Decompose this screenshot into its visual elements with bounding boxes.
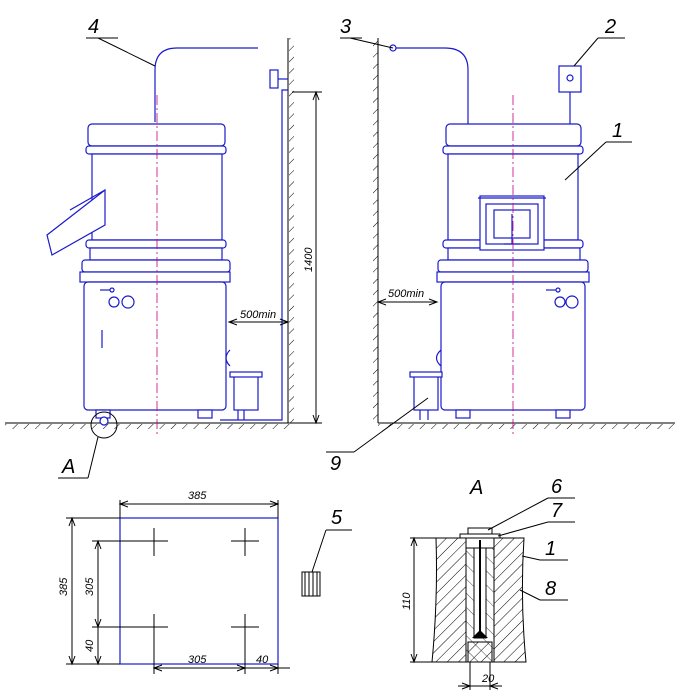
dim-110-label: 110 — [401, 592, 413, 610]
wall-right-view — [373, 38, 379, 423]
leader-9 — [353, 397, 429, 453]
machine-side-view — [46, 47, 288, 435]
leader-1 — [564, 141, 607, 181]
label-4: 4 — [88, 16, 99, 38]
leader-3 — [349, 37, 394, 49]
floor-right — [378, 422, 675, 429]
label-7: 7 — [551, 500, 563, 522]
dim-385-left: 385 — [58, 577, 70, 596]
dim-500-left-label: 500min — [240, 309, 276, 321]
wall-left-view — [287, 38, 294, 423]
dim-500-right — [376, 298, 439, 306]
label-1b: 1 — [545, 538, 556, 560]
dim-1400-label: 1400 — [303, 247, 315, 272]
detail-A-marker — [90, 411, 118, 439]
machine-front-view — [389, 44, 590, 435]
label-2: 2 — [604, 16, 616, 38]
label-3: 3 — [340, 16, 351, 38]
leader-4 — [97, 37, 156, 67]
footprint-plan — [66, 500, 290, 674]
part-5-block — [301, 571, 321, 597]
control-icon — [108, 296, 120, 308]
floor-left — [5, 422, 292, 429]
label-9: 9 — [330, 453, 341, 475]
label-8: 8 — [545, 578, 556, 600]
dim-500-right-label: 500min — [388, 288, 424, 300]
label-6: 6 — [551, 476, 563, 498]
label-5: 5 — [331, 507, 343, 529]
dim-1400 — [292, 90, 322, 425]
dim-305-vert: 305 — [84, 577, 96, 596]
dim-305-bottom: 305 — [188, 654, 207, 666]
dim-500-left — [227, 318, 290, 326]
detail-A-section — [410, 497, 575, 690]
dim-20-label: 20 — [481, 673, 495, 685]
dim-385-top: 385 — [188, 490, 207, 502]
label-A: A — [61, 456, 75, 478]
leader-2 — [573, 37, 599, 67]
label-1: 1 — [612, 120, 623, 142]
detail-A-title: A — [469, 477, 483, 499]
dim-40-bottom: 40 — [256, 654, 269, 666]
dim-40-vert: 40 — [84, 639, 96, 652]
